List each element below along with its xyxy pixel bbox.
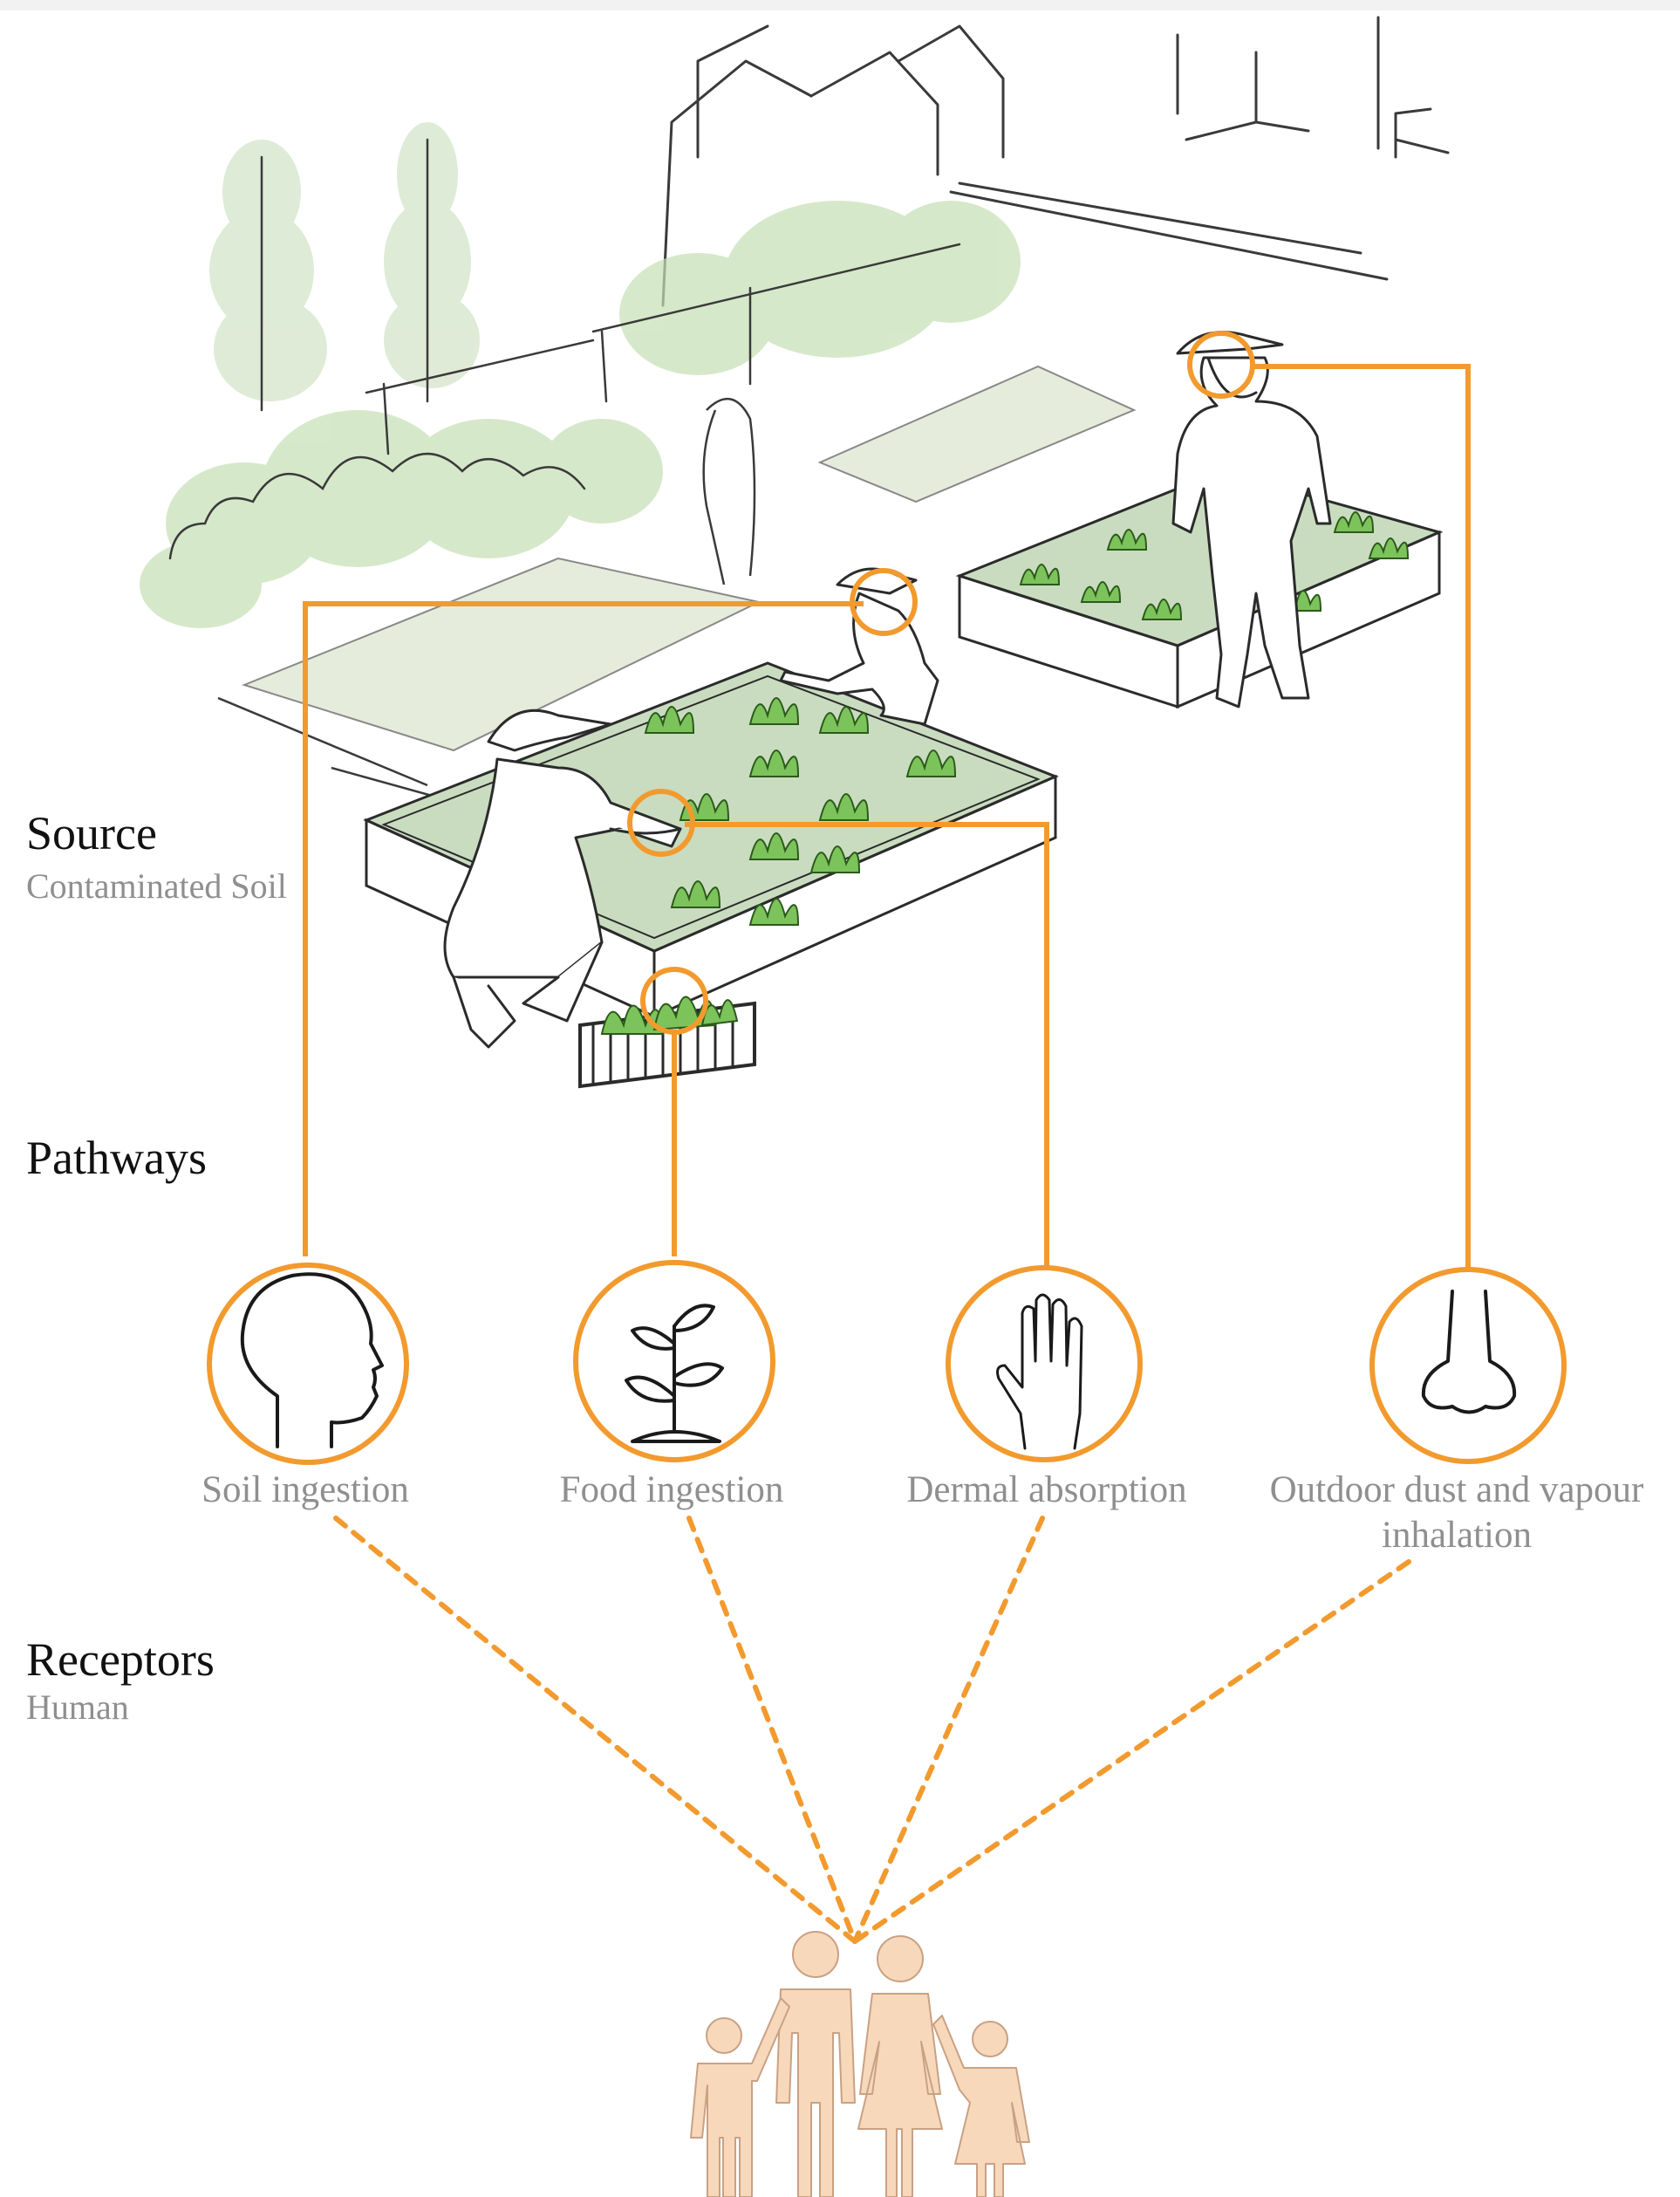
pathway-label-food-ingestion: Food ingestion: [559, 1469, 784, 1510]
family-icon: [690, 1931, 1030, 2197]
pathway-label-soil-ingestion: Soil ingestion: [201, 1469, 409, 1510]
stage-title-source: Source: [26, 807, 157, 859]
gardener-kneeling: [443, 708, 682, 1049]
stage-title-pathways: Pathways: [26, 1132, 207, 1184]
hand-icon: [996, 1293, 1083, 1450]
receptor-dashed-lines: [333, 1516, 1411, 1944]
connector-inhalation: [1252, 364, 1471, 1274]
stage-subtitle-source: Contaminated Soil: [26, 866, 287, 906]
exposure-point-nose: [1187, 331, 1255, 399]
background-trees: [140, 122, 1021, 628]
head-profile-icon: [240, 1272, 384, 1448]
stage-subtitle-receptors: Human: [26, 1687, 129, 1727]
exposure-point-hand: [627, 789, 695, 857]
pathway-label-inhalation-line2: inhalation: [1382, 1515, 1532, 1556]
pathway-circle-food-ingestion: [573, 1260, 775, 1462]
connector-dermal-absorption: [685, 822, 1049, 1278]
pathway-circle-soil-ingestion: [207, 1263, 409, 1465]
pathway-label-inhalation: Outdoor dust and vapour inhalation: [1239, 1468, 1675, 1558]
pathway-circle-inhalation: [1369, 1267, 1567, 1464]
plant-sprout-icon: [625, 1304, 724, 1443]
top-bar: [0, 0, 1680, 10]
exposure-point-mouth: [850, 568, 918, 636]
pathway-circle-dermal-absorption: [946, 1265, 1143, 1462]
dash-soil-ingestion: [333, 1516, 857, 1944]
dash-dermal-absorption: [852, 1516, 1045, 1944]
background-buildings-sketch: [661, 16, 1450, 307]
dash-food-ingestion: [686, 1516, 857, 1944]
dash-inhalation: [852, 1559, 1411, 1944]
pathway-connectors: [303, 364, 1471, 1278]
connector-soil-ingestion: [303, 601, 864, 1256]
harvest-crate: [578, 996, 756, 1089]
exposure-point-crate: [640, 967, 708, 1035]
pathway-label-dermal-absorption: Dermal absorption: [906, 1469, 1187, 1510]
nose-icon: [1421, 1290, 1517, 1414]
stage-title-receptors: Receptors: [26, 1633, 215, 1686]
pathway-label-inhalation-line1: Outdoor dust and vapour: [1269, 1469, 1644, 1510]
exposure-points: [627, 331, 1255, 1035]
